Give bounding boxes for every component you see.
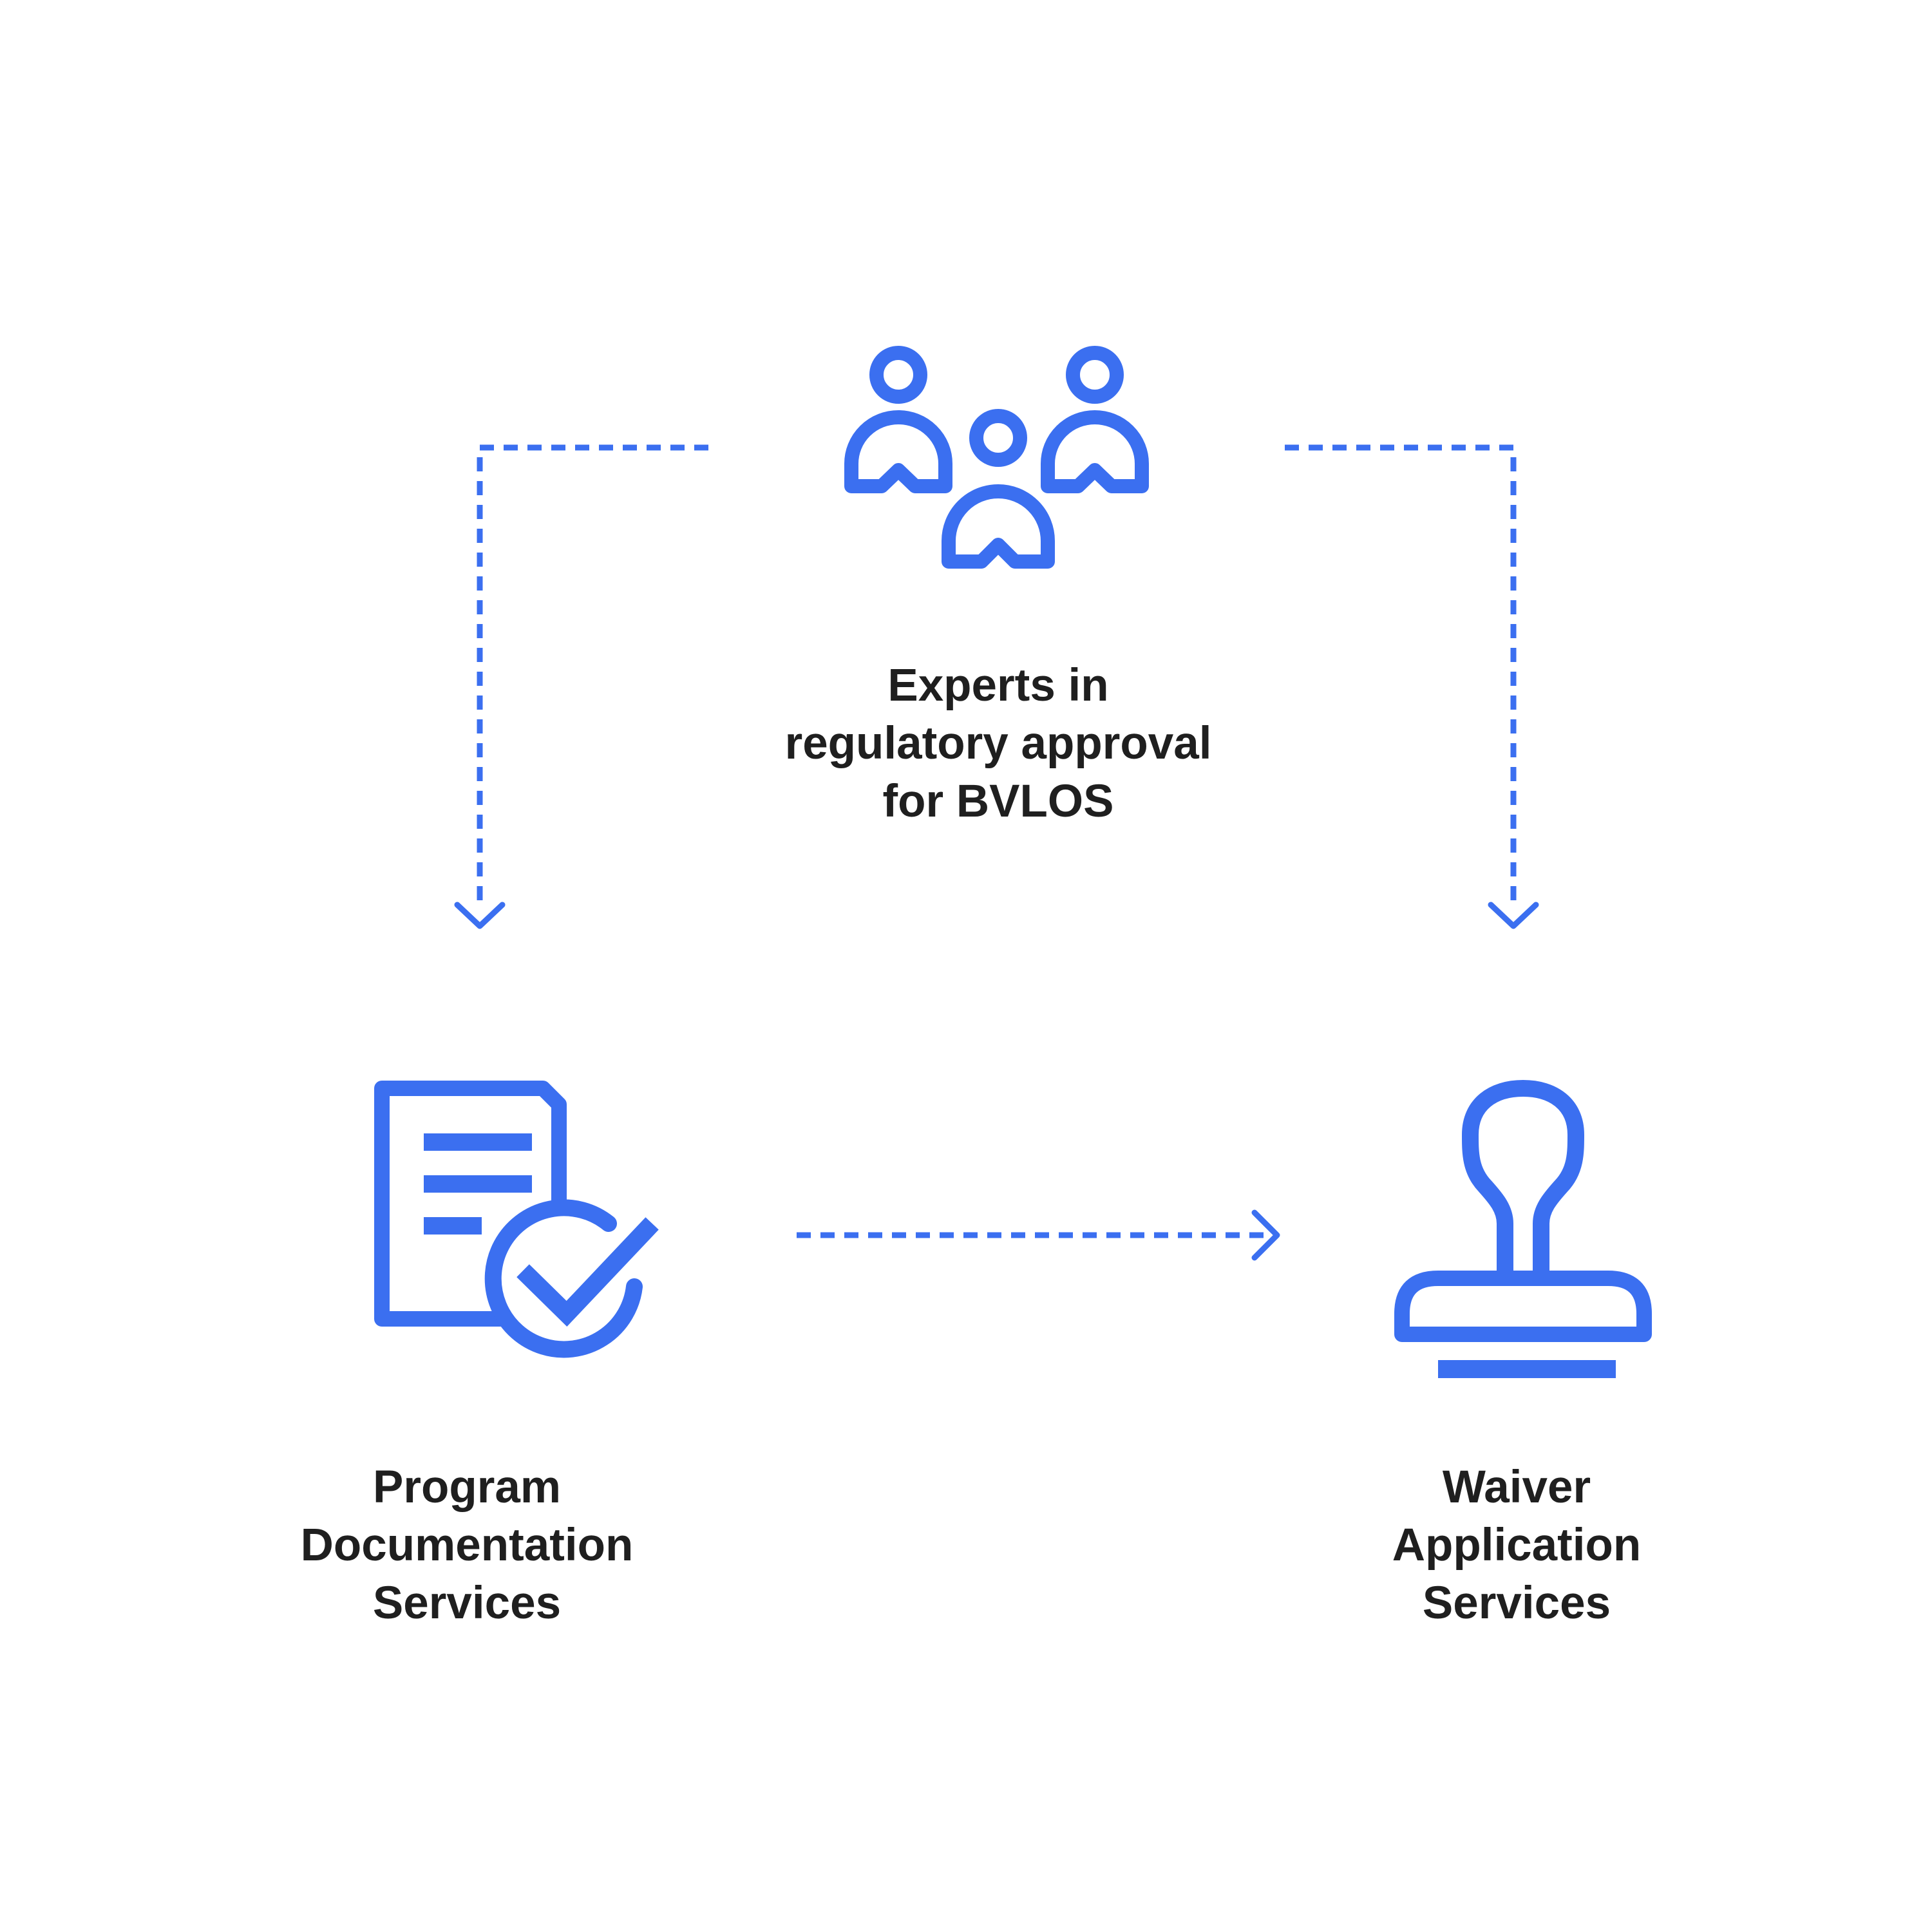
team-people-icon [844,346,1149,569]
waiver-application-label: Waiver Application Services [1185,1459,1848,1632]
experts-label-line: for BVLOS [882,776,1114,827]
arrowhead-chevron-icon [454,902,506,929]
arrowhead-chevron-icon [1488,902,1539,929]
connector-experts-to-program [454,444,708,929]
waiver-label-line: Services [1422,1578,1611,1629]
connector-program-to-waiver [797,1209,1280,1261]
program-label-line: Documentation [300,1520,634,1571]
rubber-stamp-icon [1394,1080,1652,1378]
experts-label-line: regulatory approval [784,718,1212,769]
document-check-icon [374,1081,659,1358]
waiver-label-line: Waiver [1442,1462,1591,1513]
experts-label-line: Experts in [887,660,1109,711]
program-documentation-label: Program Documentation Services [135,1459,799,1632]
experts-label: Experts in regulatory approval for BVLOS [644,657,1352,831]
arrowhead-chevron-icon [1251,1209,1280,1261]
program-label-line: Program [373,1462,561,1513]
program-label-line: Services [372,1578,562,1629]
waiver-label-line: Application [1392,1520,1642,1571]
connector-experts-to-waiver [1285,444,1539,929]
